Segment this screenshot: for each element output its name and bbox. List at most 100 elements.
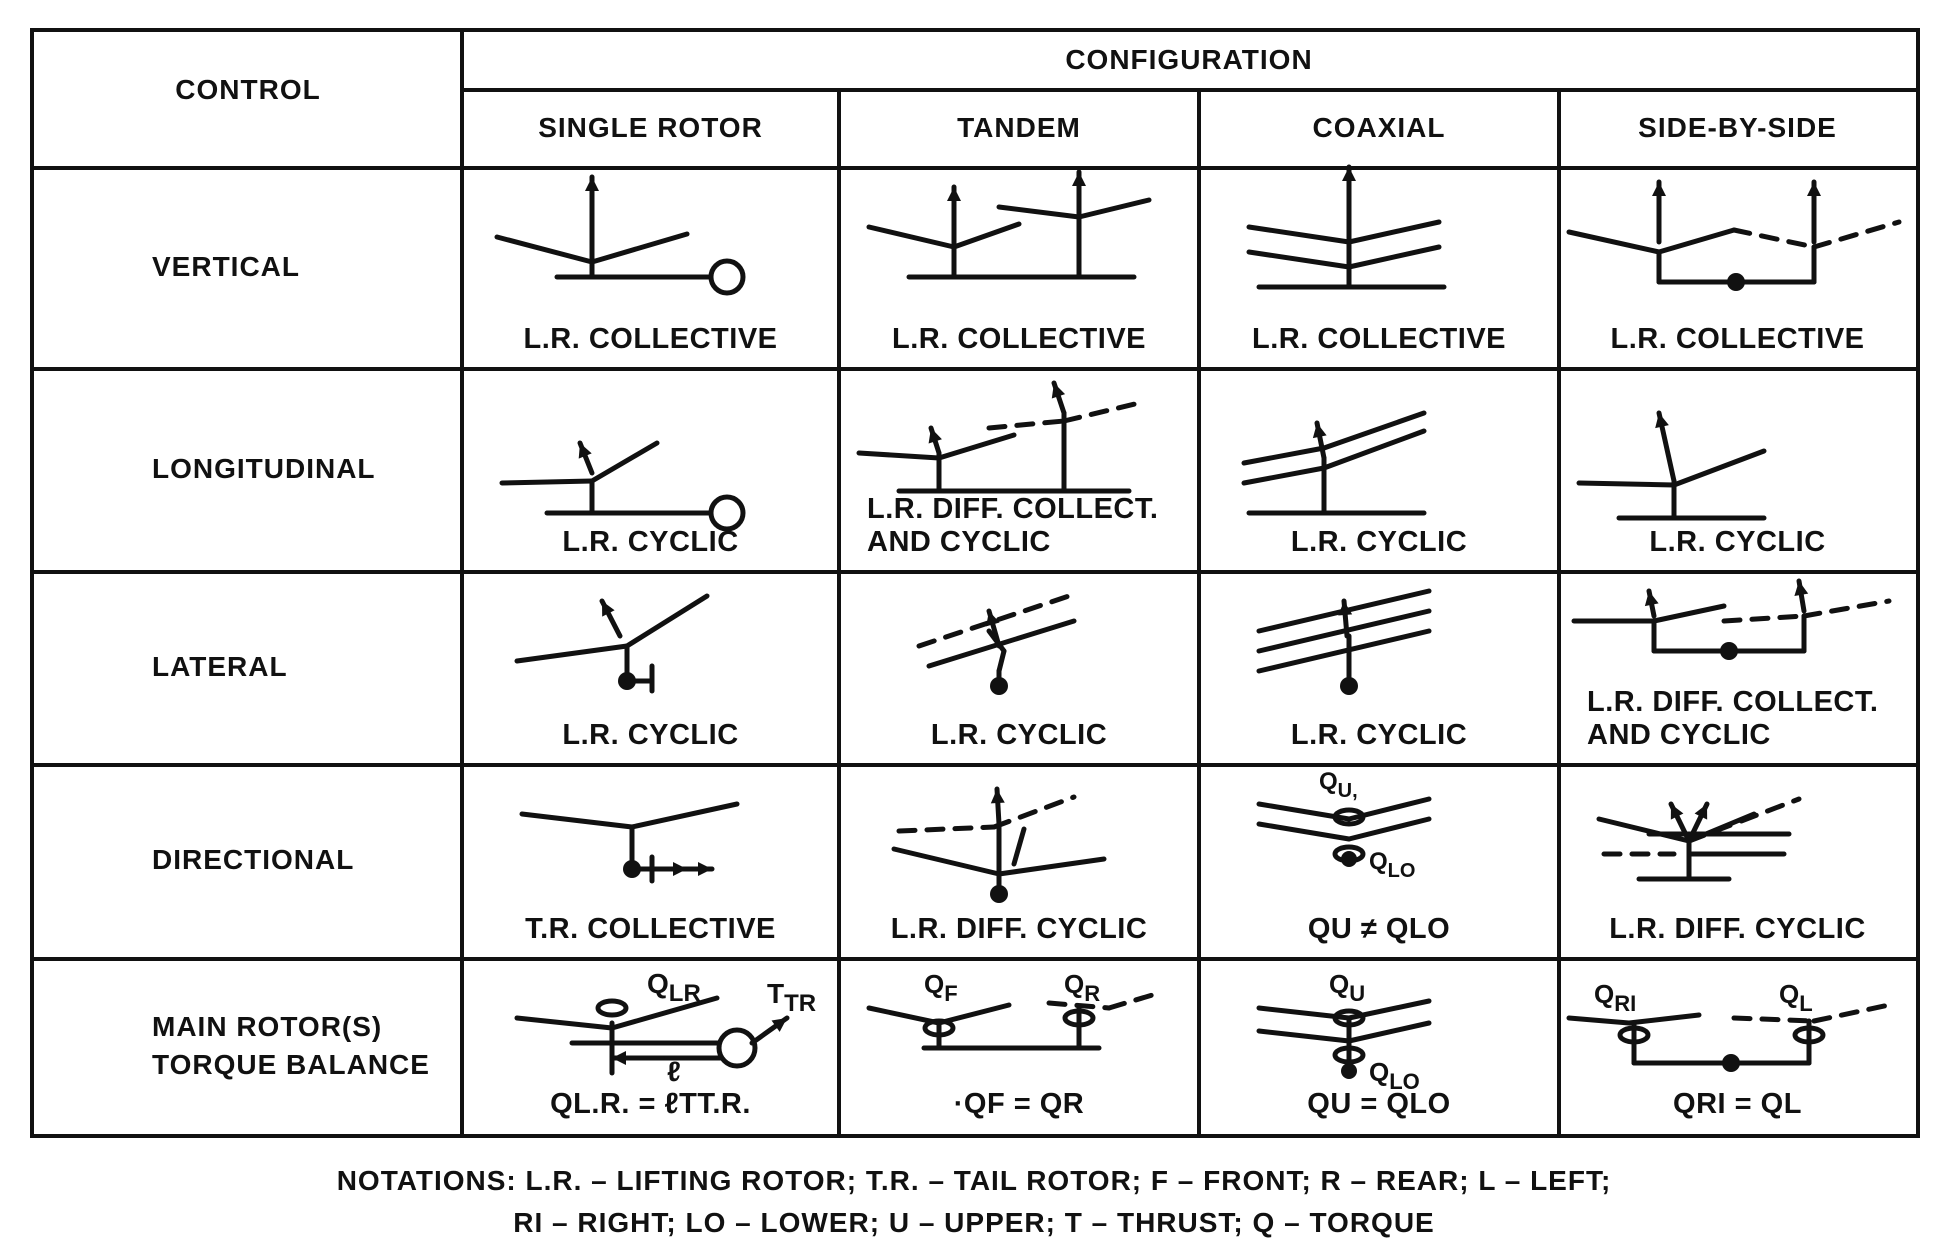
- line: [996, 648, 1007, 674]
- line: [519, 811, 635, 830]
- arrowhead: [1694, 804, 1708, 820]
- line: [1346, 219, 1442, 245]
- hub-dot: [1341, 851, 1357, 867]
- cell-caption: ·QF = QR: [953, 1088, 1085, 1120]
- row-label: VERTICAL: [152, 250, 300, 282]
- front-torque-arrow: [922, 1018, 956, 1038]
- cell-caption: AND CYCLIC: [867, 526, 1051, 558]
- tail-rotor-circle: [708, 258, 746, 296]
- header-column: SIDE-BY-SIDE: [1638, 112, 1837, 143]
- cell-caption: L.R. DIFF. COLLECT.: [1587, 686, 1879, 718]
- cell-caption: QU = QLO: [1307, 1088, 1451, 1120]
- line: [1801, 598, 1892, 619]
- header-configuration: CONFIGURATION: [1065, 44, 1313, 75]
- line: [629, 801, 740, 830]
- line: [936, 432, 1017, 461]
- rear-torque-arrow: [1062, 1008, 1096, 1028]
- arrowhead: [1652, 182, 1666, 196]
- row-label: DIRECTIONAL: [152, 844, 355, 875]
- cell-caption: L.R. CYCLIC: [1290, 719, 1468, 751]
- line: [1721, 613, 1807, 624]
- arrowhead: [578, 443, 592, 459]
- vertical-single-rotor-figure: [494, 174, 746, 296]
- cell-caption: L.R. DIFF. CYCLIC: [890, 913, 1148, 945]
- line: [1106, 990, 1162, 1011]
- arrowhead: [1342, 167, 1356, 181]
- cell-caption: L.R. CYCLIC: [562, 526, 739, 558]
- header-column: TANDEM: [957, 112, 1081, 143]
- arrowhead: [990, 789, 1005, 804]
- row-label: LATERAL: [152, 650, 288, 682]
- hub-dot: [990, 885, 1008, 903]
- row-divider: [34, 166, 1916, 170]
- hub-dot: [1341, 1063, 1357, 1079]
- notations: NOTATIONS: L.R. – LIFTING ROTOR; T.R. – …: [0, 1160, 1948, 1244]
- cell-caption: L.R. CYCLIC: [1290, 526, 1468, 558]
- line: [996, 856, 1107, 877]
- line: [1256, 608, 1432, 654]
- cell-caption: AND CYCLIC: [1587, 719, 1771, 751]
- q-left-label: QL: [1779, 979, 1813, 1016]
- line: [986, 418, 1067, 431]
- rotor-blade: [589, 231, 690, 265]
- tail-rotor-circle: [716, 1027, 758, 1069]
- longitudinal-side-by-side-figure: [1576, 410, 1767, 521]
- line: [1346, 816, 1432, 842]
- longitudinal-single-rotor-figure: [499, 440, 746, 532]
- q-lower-label: QLO: [1369, 848, 1415, 882]
- line: [1256, 628, 1432, 674]
- row-label: LONGITUDINAL: [152, 452, 376, 484]
- ell-label: ℓ: [667, 1056, 681, 1087]
- line: [1321, 428, 1427, 471]
- torque-balance-side-by-side-figure: QRI QL: [1566, 979, 1892, 1072]
- vertical-side-by-side-figure: [1566, 179, 1902, 291]
- q-right-label: QRI: [1594, 979, 1636, 1016]
- column-divider: [1197, 90, 1201, 1134]
- line: [951, 221, 1022, 250]
- cell-caption: QU ≠ QLO: [1307, 913, 1451, 945]
- line: [1246, 249, 1352, 270]
- line: [1626, 1012, 1702, 1026]
- line: [1811, 1002, 1892, 1024]
- main-rotor-torque-arrow: [595, 998, 629, 1018]
- cell-caption: QRI = QL: [1673, 1088, 1802, 1120]
- column-divider: [837, 90, 841, 1134]
- directional-single-rotor-figure: [519, 801, 740, 884]
- vertical-coaxial-figure: [1246, 164, 1447, 290]
- row-divider: [34, 570, 1916, 574]
- line: [1256, 1028, 1352, 1044]
- directional-side-by-side-figure: [1596, 796, 1802, 882]
- line: [1731, 227, 1817, 250]
- longitudinal-tandem-figure: [856, 380, 1142, 494]
- arrowhead: [1072, 172, 1086, 186]
- cell-caption: L.R. CYCLIC: [930, 719, 1108, 751]
- line: [609, 995, 720, 1031]
- line: [1566, 229, 1662, 255]
- longitudinal-coaxial-figure: [1241, 410, 1427, 516]
- line: [936, 1002, 1012, 1026]
- arrowhead: [612, 1051, 626, 1065]
- line: [896, 824, 997, 834]
- cell-caption: T.R. COLLECTIVE: [525, 913, 776, 945]
- line: [1596, 816, 1692, 844]
- line: [1321, 410, 1427, 451]
- row-divider: [34, 957, 1916, 961]
- arrowhead: [585, 177, 599, 191]
- cell-caption: L.R. DIFF. COLLECT.: [867, 493, 1159, 525]
- header-column: SINGLE ROTOR: [538, 112, 763, 143]
- arrowhead: [771, 1018, 787, 1032]
- cell-caption: L.R. COLLECTIVE: [1610, 323, 1865, 355]
- cell-caption: L.R. CYCLIC: [562, 719, 739, 751]
- q-rear-label: QR: [1064, 969, 1100, 1006]
- q-upper-label: QU,: [1319, 768, 1358, 802]
- directional-tandem-figure: [891, 786, 1107, 903]
- cell-caption: L.R. COLLECTIVE: [892, 323, 1146, 355]
- line: [624, 593, 710, 649]
- vertical-tandem-figure: [866, 169, 1152, 280]
- right-rotor-torque-arrow: [1617, 1025, 1651, 1045]
- lateral-coaxial-figure: [1256, 588, 1432, 695]
- line: [514, 643, 630, 664]
- arrowhead: [986, 611, 1000, 627]
- line: [1076, 197, 1152, 220]
- line: [1061, 400, 1142, 424]
